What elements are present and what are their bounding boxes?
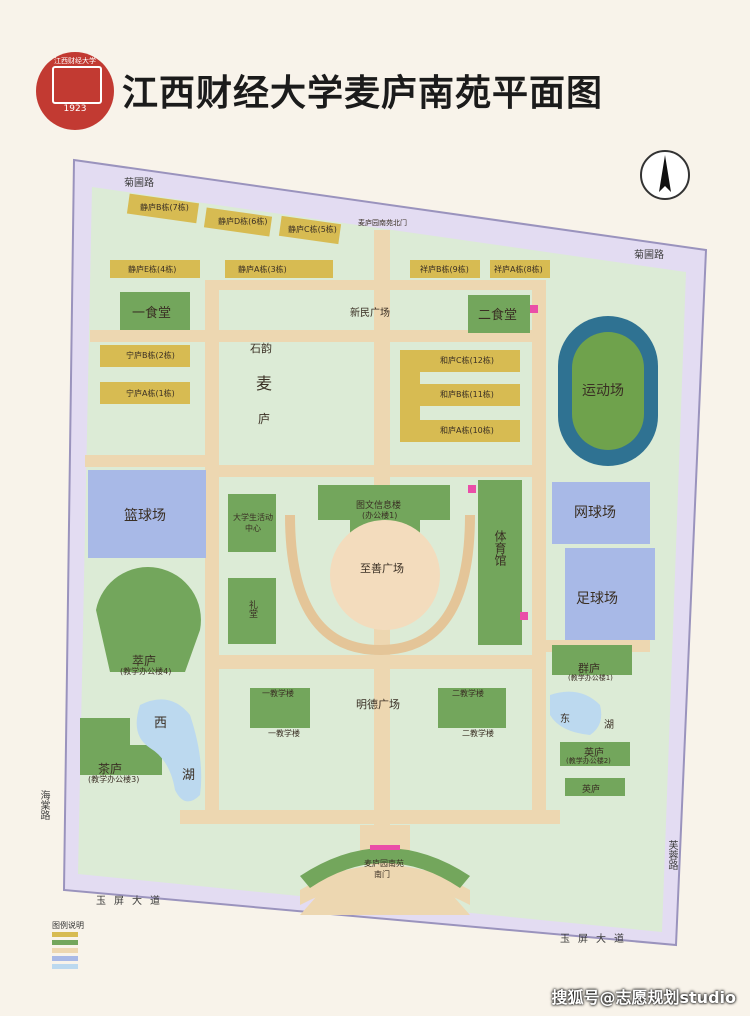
road-label-haitang: 海棠路	[38, 790, 49, 820]
east-lake	[550, 691, 602, 735]
pink-markers	[370, 305, 538, 850]
label-teach1-top: 一教学楼	[262, 689, 294, 698]
label-teach1-bottom: 一教学楼	[268, 729, 300, 738]
label-yinglu-sub: (教学办公楼2)	[566, 757, 611, 765]
legend-title: 图例说明	[52, 921, 84, 930]
label-north-gate: 麦庐园南苑北门	[358, 219, 407, 227]
seal-text: 江西财经大学	[54, 57, 96, 65]
label-mingde-square: 明德广场	[356, 698, 400, 711]
label-lu: 庐	[258, 412, 271, 426]
road-label-jupu-right: 菊圃路	[634, 250, 664, 261]
road-label-furong: 芙蓉路	[666, 840, 677, 870]
label-stadium: 运动场	[582, 383, 624, 399]
label-xinmin-square: 新民广场	[350, 308, 390, 319]
auditorium-shape	[228, 578, 276, 644]
label-chalu-sub: (教学办公楼3)	[88, 775, 140, 784]
label-chalu: 茶庐	[98, 762, 123, 776]
label-canteen1: 一食堂	[132, 306, 172, 321]
legend-swatch-court	[52, 956, 78, 961]
label-helu-b: 和庐B栋(11栋)	[440, 390, 494, 399]
seal-emblem-icon	[52, 66, 102, 104]
label-cuilu-sub: (教学办公楼4)	[120, 667, 172, 676]
seal-year: 1923	[63, 104, 87, 114]
label-library: 图文信息楼	[356, 501, 402, 511]
label-football: 足球场	[576, 591, 618, 607]
tennis-court-shape	[552, 482, 650, 544]
label-jinglu-a: 静庐A栋(3栋)	[238, 265, 287, 274]
label-shiyun: 石韵	[250, 342, 272, 355]
university-seal-logo: 1923 江西财经大学	[36, 52, 114, 130]
label-west-lake-1: 西	[154, 716, 168, 731]
road-label-jupu-top: 菊圃路	[124, 178, 154, 189]
canteen2-shape	[468, 295, 530, 333]
stadium-field	[572, 332, 644, 450]
label-mai: 麦	[256, 374, 273, 393]
label-west-lake-2: 湖	[182, 768, 196, 783]
label-qunlu: 群庐	[578, 662, 600, 675]
road-label-yuping-left: 玉屏大道	[96, 896, 168, 907]
cuilu-shape	[96, 567, 201, 672]
label-south-gate: 麦庐园南苑	[364, 859, 404, 868]
label-teach2-bottom: 二教学楼	[462, 729, 494, 738]
label-jinglu-d: 静庐D栋(6栋)	[218, 217, 268, 226]
yinglu-shape	[560, 742, 630, 766]
label-helu-a: 和庐A栋(10栋)	[440, 426, 494, 435]
label-helu-c: 和庐C栋(12栋)	[440, 356, 495, 365]
label-yinglu2: 英庐	[582, 785, 601, 795]
road-label-yuping-right: 玉屏大道	[560, 934, 632, 945]
legend-swatch-building	[52, 940, 78, 945]
canteen1-shape	[120, 292, 190, 330]
label-south-gate-2: 南门	[374, 870, 390, 879]
label-student-center: 大学生活动中心	[233, 513, 273, 533]
zhishan-square-shape	[330, 520, 440, 630]
label-ninglu-b: 宁庐B栋(2栋)	[126, 351, 175, 360]
football-field-shape	[565, 548, 655, 640]
chalu-shape	[80, 718, 162, 775]
label-tennis: 网球场	[574, 505, 616, 521]
label-basketball: 篮球场	[124, 508, 166, 524]
dorm-buildings	[100, 193, 550, 442]
label-yinglu: 英庐	[584, 748, 604, 759]
label-cuilu: 萃庐	[132, 654, 157, 668]
label-auditorium: 礼堂	[247, 600, 257, 618]
student-center-shape	[228, 494, 276, 552]
label-jinglu-e: 静庐E栋(4栋)	[128, 265, 177, 274]
yinglu2-shape	[565, 778, 625, 796]
label-gym: 体育馆	[493, 530, 507, 566]
west-lake	[136, 699, 202, 802]
legend-swatch-dorm	[52, 932, 78, 937]
label-canteen2: 二食堂	[478, 308, 518, 323]
zhishan-ring	[285, 514, 475, 656]
legend-swatch-road	[52, 948, 78, 953]
gym-shape	[478, 480, 522, 645]
legend-swatch-water	[52, 964, 78, 969]
label-east-lake-1: 东	[560, 714, 570, 725]
basketball-court-shape	[88, 470, 206, 558]
label-east-lake-2: 湖	[604, 720, 614, 731]
library-shape	[318, 485, 450, 535]
north-arrow-icon	[640, 150, 690, 200]
map-title: 江西财经大学麦庐南苑平面图	[122, 73, 604, 114]
label-library-sub: (办公楼1)	[362, 511, 398, 520]
label-xianglu-a: 祥庐A栋(8栋)	[494, 265, 543, 274]
watermark-text: 搜狐号@志愿规划studio	[551, 988, 737, 1007]
label-jinglu-c: 静庐C栋(5栋)	[288, 225, 337, 234]
label-zhishan-square: 至善广场	[360, 562, 404, 575]
label-ninglu-a: 宁庐A栋(1栋)	[126, 389, 175, 398]
label-jinglu-b: 静庐B栋(7栋)	[140, 203, 189, 212]
label-qunlu-sub: (教学办公楼1)	[568, 674, 613, 682]
label-xianglu-b: 祥庐B栋(9栋)	[420, 265, 469, 274]
label-teach2-top: 二教学楼	[452, 689, 484, 698]
qunlu-shape	[552, 645, 632, 675]
green-buildings	[80, 292, 632, 888]
